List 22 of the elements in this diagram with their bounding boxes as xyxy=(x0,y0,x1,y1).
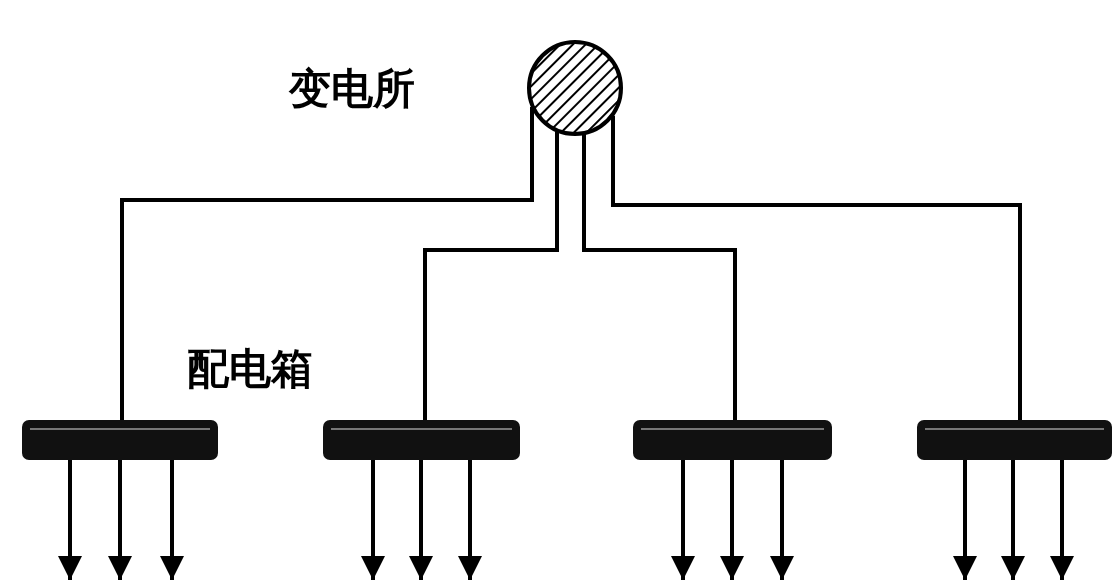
connector-line xyxy=(423,131,559,420)
arrow xyxy=(1050,460,1074,580)
arrow xyxy=(108,460,132,580)
text-label: 配电箱 xyxy=(187,348,313,390)
distribution-bar xyxy=(323,420,520,460)
distribution-bar xyxy=(917,420,1112,460)
arrow xyxy=(953,460,977,580)
arrow xyxy=(58,460,82,580)
arrow xyxy=(720,460,744,580)
arrow xyxy=(671,460,695,580)
arrow xyxy=(160,460,184,580)
distribution-bar xyxy=(633,420,832,460)
node-label: 变电所 xyxy=(289,68,415,110)
arrow xyxy=(1001,460,1025,580)
distribution-bar xyxy=(22,420,218,460)
arrow xyxy=(361,460,385,580)
connector-line xyxy=(611,115,1022,420)
arrow xyxy=(409,460,433,580)
connector-line xyxy=(582,134,737,420)
connector-line xyxy=(120,107,534,420)
arrow xyxy=(458,460,482,580)
arrow xyxy=(770,460,794,580)
